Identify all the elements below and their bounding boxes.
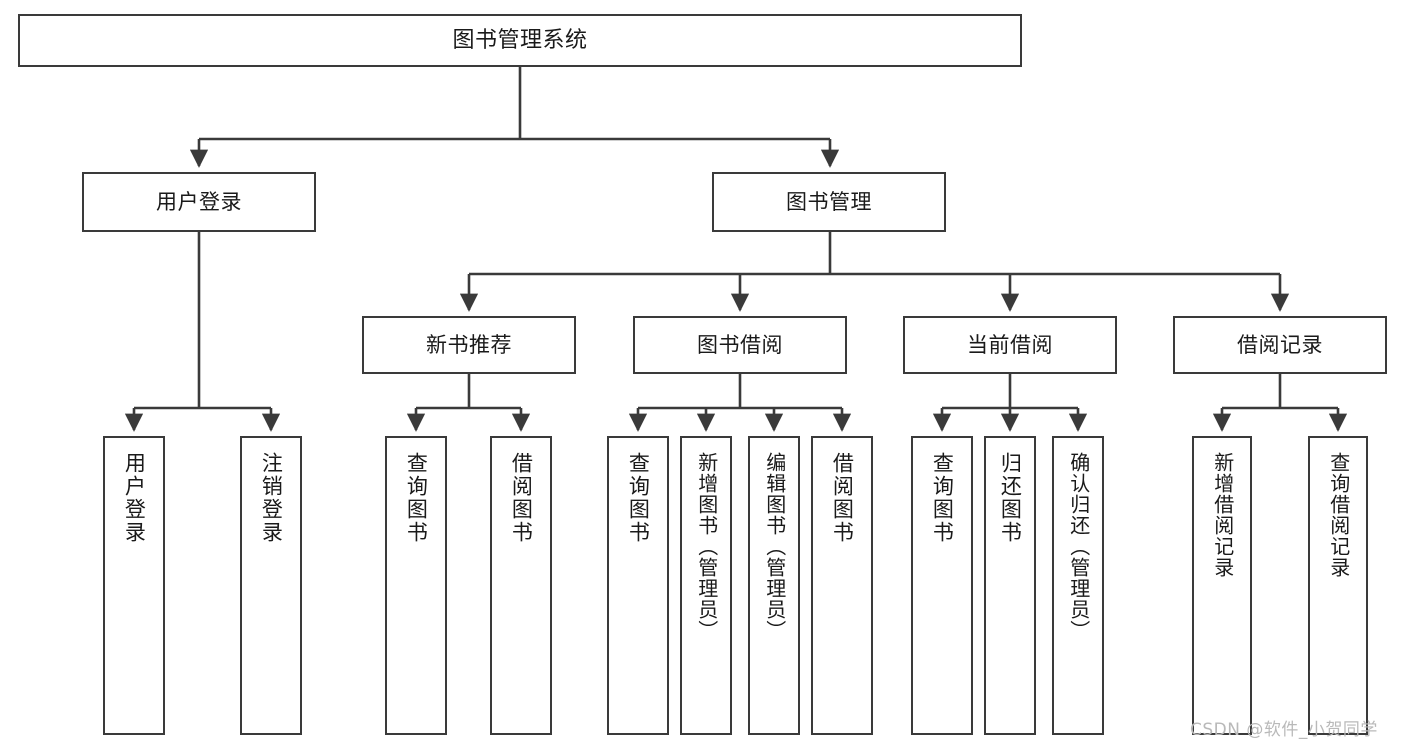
node-current-borrow-label: 当前借阅 xyxy=(967,332,1053,357)
leaf-current-confirm-return-label: 确认归还（管理员） xyxy=(1066,452,1091,641)
node-borrow-records-label: 借阅记录 xyxy=(1237,332,1323,357)
node-current-borrow[interactable]: 当前借阅 xyxy=(903,316,1117,374)
node-borrow-records[interactable]: 借阅记录 xyxy=(1173,316,1387,374)
leaf-borrow-edit-book-label: 编辑图书（管理员） xyxy=(762,452,787,641)
node-user-login-label: 用户登录 xyxy=(156,189,242,214)
node-user-login[interactable]: 用户登录 xyxy=(82,172,316,232)
leaf-user-logout-label: 注销登录 xyxy=(259,452,284,544)
node-root-label: 图书管理系统 xyxy=(452,27,588,53)
leaf-current-query-book[interactable]: 查询图书 xyxy=(911,436,973,735)
leaf-current-confirm-return[interactable]: 确认归还（管理员） xyxy=(1052,436,1104,735)
leaf-borrow-query-book[interactable]: 查询图书 xyxy=(607,436,669,735)
leaf-borrow-borrow-book-label: 借阅图书 xyxy=(830,452,855,544)
leaf-records-add-record-label: 新增借阅记录 xyxy=(1210,452,1235,578)
leaf-user-login[interactable]: 用户登录 xyxy=(103,436,165,735)
leaf-newbook-borrow-book-label: 借阅图书 xyxy=(509,452,534,544)
leaf-records-query-record[interactable]: 查询借阅记录 xyxy=(1308,436,1368,735)
node-root[interactable]: 图书管理系统 xyxy=(18,14,1022,67)
leaf-records-query-record-label: 查询借阅记录 xyxy=(1326,452,1351,578)
leaf-borrow-edit-book[interactable]: 编辑图书（管理员） xyxy=(748,436,800,735)
csdn-watermark: CSDN @软件_小贺同学 xyxy=(1190,720,1378,740)
leaf-current-query-book-label: 查询图书 xyxy=(930,452,955,544)
node-new-book-recommend[interactable]: 新书推荐 xyxy=(362,316,576,374)
leaf-user-logout[interactable]: 注销登录 xyxy=(240,436,302,735)
leaf-newbook-query-book-label: 查询图书 xyxy=(404,452,429,544)
leaf-current-return-book-label: 归还图书 xyxy=(998,452,1023,544)
node-new-book-recommend-label: 新书推荐 xyxy=(426,332,512,357)
node-book-management-label: 图书管理 xyxy=(786,189,872,214)
leaf-records-add-record[interactable]: 新增借阅记录 xyxy=(1192,436,1252,735)
leaf-borrow-query-book-label: 查询图书 xyxy=(626,452,651,544)
leaf-borrow-add-book-label: 新增图书（管理员） xyxy=(694,452,719,641)
leaf-user-login-label: 用户登录 xyxy=(122,452,147,544)
leaf-borrow-borrow-book[interactable]: 借阅图书 xyxy=(811,436,873,735)
leaf-borrow-add-book[interactable]: 新增图书（管理员） xyxy=(680,436,732,735)
leaf-newbook-query-book[interactable]: 查询图书 xyxy=(385,436,447,735)
node-book-borrow[interactable]: 图书借阅 xyxy=(633,316,847,374)
node-book-borrow-label: 图书借阅 xyxy=(697,332,783,357)
leaf-current-return-book[interactable]: 归还图书 xyxy=(984,436,1036,735)
leaf-newbook-borrow-book[interactable]: 借阅图书 xyxy=(490,436,552,735)
node-book-management[interactable]: 图书管理 xyxy=(712,172,946,232)
